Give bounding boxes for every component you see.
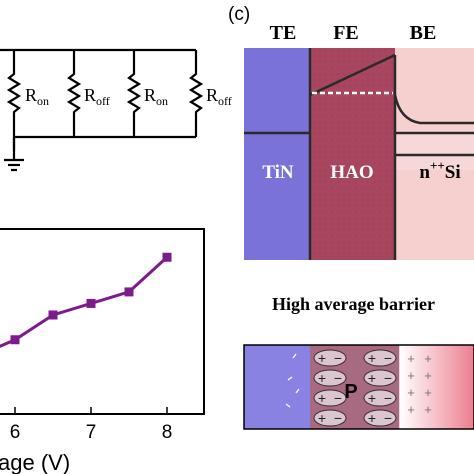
dipole-group: +−+−+−+−+−+−+−+− <box>313 349 397 427</box>
be-block <box>400 345 474 429</box>
dipole: +− <box>363 349 397 367</box>
caption: High average barrier <box>272 294 435 314</box>
svg-text:−: − <box>334 410 342 426</box>
fe-top-band <box>309 53 396 97</box>
plot-frame <box>0 228 205 415</box>
chart: 6 7 8 age (V) <box>0 228 205 474</box>
xtick-label-7: 7 <box>86 422 97 443</box>
svg-text:+: + <box>368 410 376 426</box>
data-point <box>10 335 20 345</box>
positive-charge: + <box>424 385 432 400</box>
be-charge-group: + + + + + + + + <box>407 351 432 417</box>
circuit-diagram <box>0 48 204 172</box>
dipole: +− <box>363 369 397 387</box>
panel-c: (c) TE FE BE TiN HAO n++Si High averag <box>228 4 474 430</box>
svg-text:+: + <box>318 390 326 406</box>
resistor-3 <box>126 50 142 137</box>
series-line <box>0 256 169 348</box>
svg-text:−: − <box>334 350 342 366</box>
te-mark-1 <box>292 353 297 359</box>
be-glow <box>395 130 474 170</box>
be-material: n++Si <box>419 158 460 183</box>
svg-text:−: − <box>334 370 342 386</box>
polarization-frame <box>243 344 474 430</box>
svg-text:−: − <box>384 370 392 386</box>
panel-c-label: (c) <box>228 4 250 25</box>
svg-text:+: + <box>368 350 376 366</box>
svg-text:−: − <box>384 350 392 366</box>
te-layer <box>244 48 310 260</box>
xtick-label-8: 8 <box>162 422 173 443</box>
svg-text:+: + <box>318 410 326 426</box>
positive-charge: + <box>424 402 432 417</box>
svg-text:+: + <box>318 350 326 366</box>
be-conduction-band <box>393 94 474 125</box>
resistor-2-label: Roff <box>84 85 110 108</box>
fe-material: HAO <box>330 162 373 183</box>
resistor-1-label: Ron <box>25 85 49 108</box>
positive-charge: + <box>407 402 415 417</box>
data-point <box>86 298 96 308</box>
dipole: +− <box>313 349 347 367</box>
positive-charge: + <box>407 351 415 366</box>
svg-text:−: − <box>384 390 392 406</box>
positive-charge: + <box>424 368 432 383</box>
resistor-2 <box>66 50 82 137</box>
x-axis-label: age (V) <box>0 450 70 474</box>
header-te: TE <box>270 22 297 44</box>
xtick-label-6: 6 <box>10 422 21 443</box>
polarization-label: P <box>344 381 357 403</box>
header-be: BE <box>410 22 437 44</box>
svg-text:+: + <box>368 370 376 386</box>
header-fe: FE <box>333 22 359 44</box>
positive-charge: + <box>407 385 415 400</box>
resistor-3-label: Ron <box>144 85 168 108</box>
data-point <box>124 287 134 297</box>
data-point <box>48 310 58 320</box>
series-points <box>10 252 172 345</box>
resistor-4 <box>188 50 204 137</box>
data-point <box>162 252 172 262</box>
dipole: +− <box>313 389 347 407</box>
dipole: +− <box>363 409 397 427</box>
svg-text:−: − <box>384 410 392 426</box>
svg-text:+: + <box>318 370 326 386</box>
te-block <box>244 345 310 429</box>
te-material: TiN <box>262 162 294 183</box>
fe-layer <box>310 48 395 260</box>
resistor-1 <box>6 50 22 137</box>
dipole: +− <box>313 369 347 387</box>
resistor-4-label: Roff <box>206 85 232 108</box>
svg-text:−: − <box>334 390 342 406</box>
dipole: +− <box>363 389 397 407</box>
te-mark-3 <box>295 388 300 394</box>
svg-text:+: + <box>368 390 376 406</box>
dipole: +− <box>313 409 347 427</box>
positive-charge: + <box>424 351 432 366</box>
positive-charge: + <box>407 368 415 383</box>
te-mark-4 <box>285 403 291 408</box>
te-mark-2 <box>287 376 293 381</box>
